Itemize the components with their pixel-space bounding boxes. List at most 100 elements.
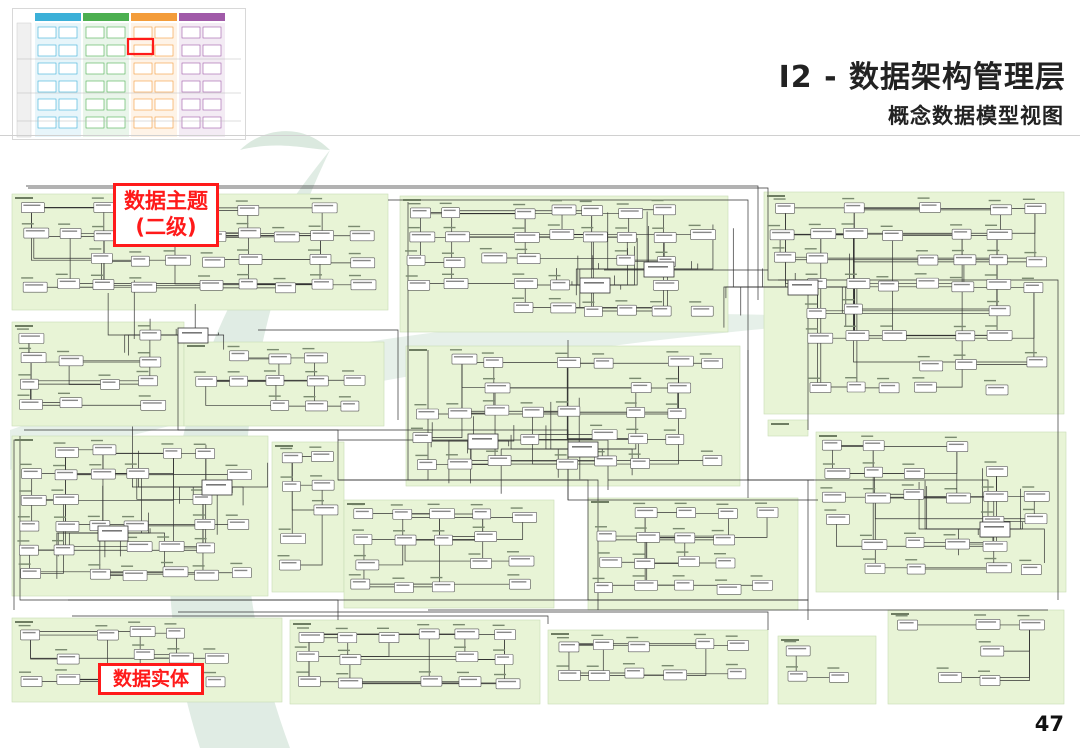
entity-caption-mark	[225, 514, 238, 516]
thumbnail-box	[37, 62, 57, 75]
entity-caption-mark	[129, 251, 142, 253]
entity-box	[1020, 564, 1042, 575]
entity-label-mark	[680, 558, 696, 560]
entity-box	[864, 563, 886, 574]
entity-label-mark	[636, 560, 651, 562]
entities	[15, 195, 1050, 690]
entity-label-mark	[809, 335, 829, 337]
entity-caption-mark	[804, 248, 817, 250]
thumbnail-box	[181, 80, 201, 93]
entity-caption-mark	[18, 624, 31, 627]
entity-label-mark	[811, 384, 827, 386]
entity-box	[822, 439, 842, 451]
entity-box	[282, 481, 301, 492]
entity-label-mark	[989, 231, 1009, 233]
entity-caption-mark	[91, 197, 104, 199]
thumbnail-box	[106, 116, 126, 129]
entity-caption-mark	[439, 202, 452, 205]
entity-box	[350, 257, 376, 269]
entity-label-mark	[167, 257, 187, 259]
entity-box	[93, 202, 116, 213]
entity-caption-mark	[663, 429, 676, 431]
entity-box	[843, 202, 865, 214]
entity-label-mark	[61, 399, 78, 402]
entity-label-mark	[595, 641, 610, 644]
entity-label-mark	[450, 410, 468, 412]
header-divider	[0, 135, 1080, 136]
entity-caption-mark	[272, 226, 285, 229]
entity-label-mark	[409, 257, 422, 259]
entity-box	[774, 251, 796, 263]
entity-caption-mark	[629, 377, 642, 380]
entity-box	[985, 384, 1009, 396]
relationship-line	[28, 187, 1059, 600]
entity-box	[195, 448, 216, 459]
entity-box	[451, 353, 478, 365]
entity-caption-mark	[984, 557, 997, 560]
entity-label-mark	[989, 332, 1009, 334]
entity-box	[727, 668, 747, 680]
entity-box	[951, 281, 975, 293]
entity-caption-mark	[190, 489, 203, 491]
entity-label-mark	[21, 523, 35, 525]
group-caption-mark	[591, 501, 609, 503]
entity-caption-mark	[626, 428, 639, 431]
navigation-thumbnail[interactable]	[12, 8, 246, 140]
entity-box	[126, 541, 153, 552]
entity-caption-mark	[87, 515, 100, 518]
entity-label-mark	[585, 233, 604, 236]
entity-box	[809, 382, 832, 393]
entity-caption-mark	[405, 250, 418, 252]
entity-box	[822, 491, 846, 503]
entity-caption-mark	[880, 325, 893, 327]
subject-group	[11, 435, 269, 597]
thumbnail-box	[37, 26, 57, 39]
entity-box	[309, 254, 332, 265]
thumbnail-box	[154, 62, 174, 75]
entity-label-mark	[906, 470, 921, 472]
thumbnail-box	[154, 44, 174, 57]
entity-caption-mark	[16, 328, 29, 330]
entity-caption-mark	[978, 641, 991, 643]
entity-label-mark	[559, 359, 577, 362]
group-caption-mark	[551, 633, 569, 635]
callout-data-subject-line1: 数据主题	[124, 189, 208, 213]
entity-box	[20, 676, 43, 687]
entity-caption-mark	[19, 463, 32, 466]
entity-label-mark	[419, 461, 433, 464]
entity-label-mark	[947, 541, 966, 543]
entity-box	[914, 381, 937, 393]
entity-label-mark	[352, 232, 371, 235]
thumbnail-box	[58, 62, 78, 75]
entity-label-mark	[772, 231, 791, 234]
entity-box	[232, 567, 252, 579]
entity-label-mark	[655, 206, 672, 209]
entity-box	[513, 278, 538, 289]
entity-label-mark	[572, 446, 592, 448]
entity-caption-mark	[192, 514, 205, 516]
entity-caption-mark	[266, 348, 279, 351]
entity-caption-mark	[665, 403, 678, 405]
entity-box	[279, 559, 301, 571]
entity-caption-mark	[280, 476, 293, 478]
entity-label-mark	[23, 678, 39, 680]
entity-caption-mark	[494, 673, 507, 676]
entity-caption-mark	[672, 527, 685, 530]
entity-caption-mark	[348, 252, 361, 255]
relationship-line	[500, 448, 582, 494]
entity-caption-mark	[390, 504, 403, 506]
entity-caption-mark	[342, 370, 355, 372]
entity-caption-mark	[441, 252, 454, 254]
entity-label-mark	[648, 266, 668, 268]
entity-caption-mark	[556, 665, 569, 667]
entity-caption-mark	[804, 303, 817, 305]
thumbnail-box	[85, 62, 105, 75]
entity-box	[343, 374, 366, 386]
relationship-line	[26, 185, 759, 300]
entity-label-mark	[633, 384, 648, 387]
thumbnail-box	[37, 98, 57, 111]
entity-caption-mark	[237, 273, 250, 276]
entity-caption-mark	[944, 488, 957, 490]
entity-label-mark	[352, 259, 371, 262]
entity-label-mark	[601, 559, 618, 561]
